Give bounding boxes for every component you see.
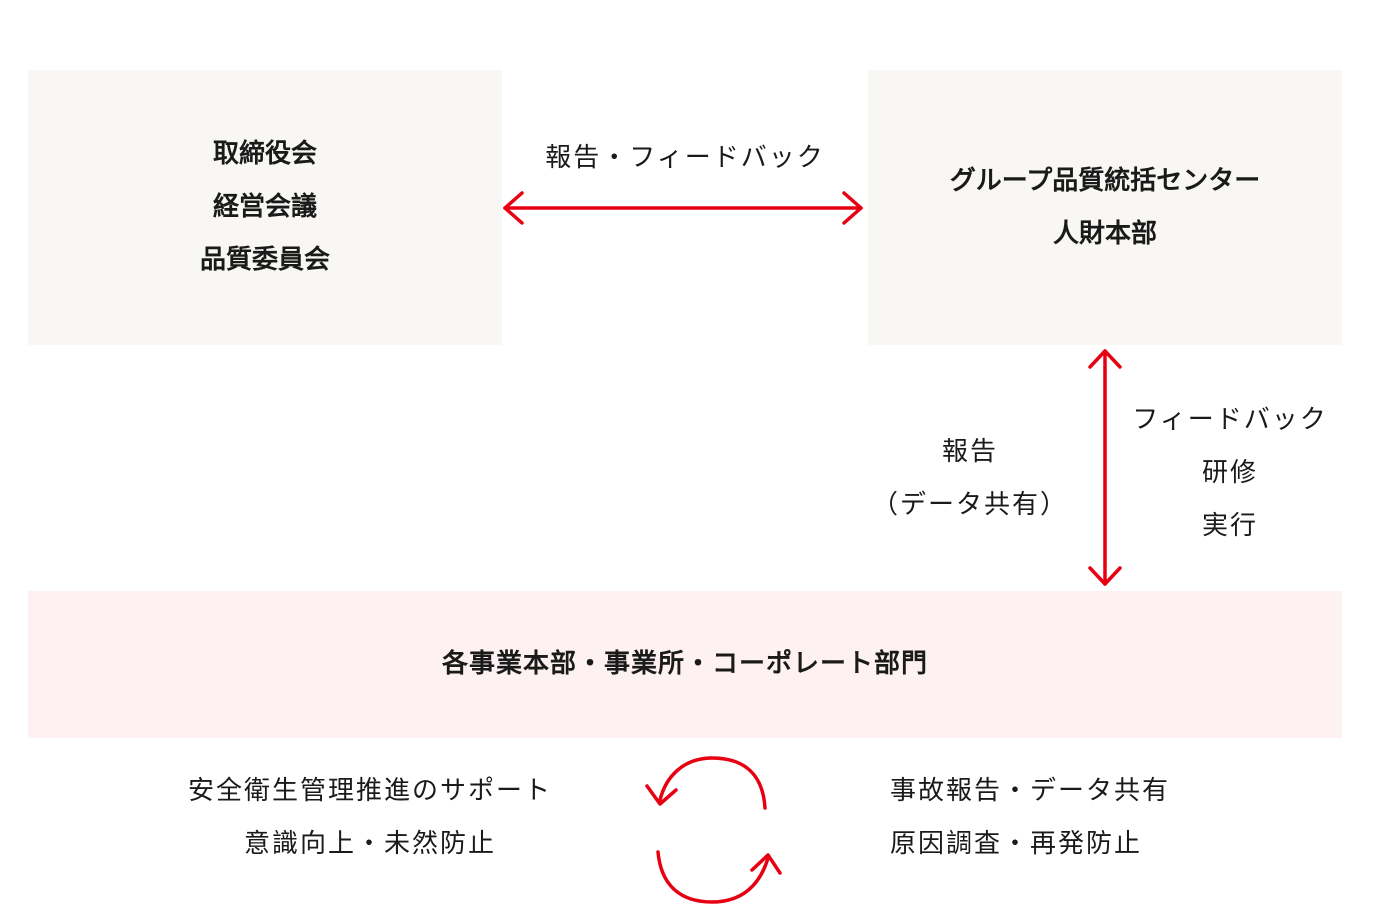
horizontal-double-arrow xyxy=(503,191,863,225)
cycle-arrow-lower-head xyxy=(750,853,782,875)
cycle-arrow-lower xyxy=(656,850,770,904)
cycle-right-label: 事故報告・データ共有 原因調査・再発防止 xyxy=(890,765,1220,871)
report-label-line-1: 報告 xyxy=(941,437,998,467)
cycle-left-label: 安全衛生管理推進のサポート 意識向上・未然防止 xyxy=(160,765,580,871)
feedback-label: フィードバック 研修 実行 xyxy=(1110,394,1350,553)
cycle-arrow-upper-head xyxy=(645,784,678,806)
report-label-line-2: （データ共有） xyxy=(871,490,1068,520)
cycle-left-line-2: 意識向上・未然防止 xyxy=(243,829,496,859)
horizontal-arrow-head-left xyxy=(503,191,524,225)
feedback-label-line-3: 実行 xyxy=(1201,511,1258,541)
cycle-arrow-upper xyxy=(658,756,767,810)
cycle-right-line-1: 事故報告・データ共有 xyxy=(890,776,1171,806)
vertical-arrow-head-top xyxy=(1088,349,1122,369)
divisions-box: 各事業本部・事業所・コーポレート部門 xyxy=(28,591,1342,738)
cycle-arrows xyxy=(645,756,782,904)
report-label: 報告 （データ共有） xyxy=(860,426,1080,532)
board-line-2: 経営会議 xyxy=(212,192,317,222)
feedback-label-line-2: 研修 xyxy=(1201,458,1258,488)
divisions-label: 各事業本部・事業所・コーポレート部門 xyxy=(441,649,928,679)
top-arrow-label: 報告・フィードバック xyxy=(545,143,825,173)
center-line-2: 人財本部 xyxy=(1052,218,1157,249)
feedback-label-line-1: フィードバック xyxy=(1132,405,1328,435)
board-box: 取締役会 経営会議 品質委員会 xyxy=(28,70,502,345)
board-line-1: 取締役会 xyxy=(212,139,317,169)
center-line-1: グループ品質統括センター xyxy=(949,165,1261,196)
cycle-left-line-1: 安全衛生管理推進のサポート xyxy=(187,776,552,806)
horizontal-arrow-head-right xyxy=(842,191,863,225)
board-line-3: 品質委員会 xyxy=(199,245,330,275)
quality-center-box: グループ品質統括センター 人財本部 xyxy=(868,70,1342,345)
vertical-arrow-head-bottom xyxy=(1088,566,1122,586)
cycle-right-line-2: 原因調査・再発防止 xyxy=(890,829,1143,859)
